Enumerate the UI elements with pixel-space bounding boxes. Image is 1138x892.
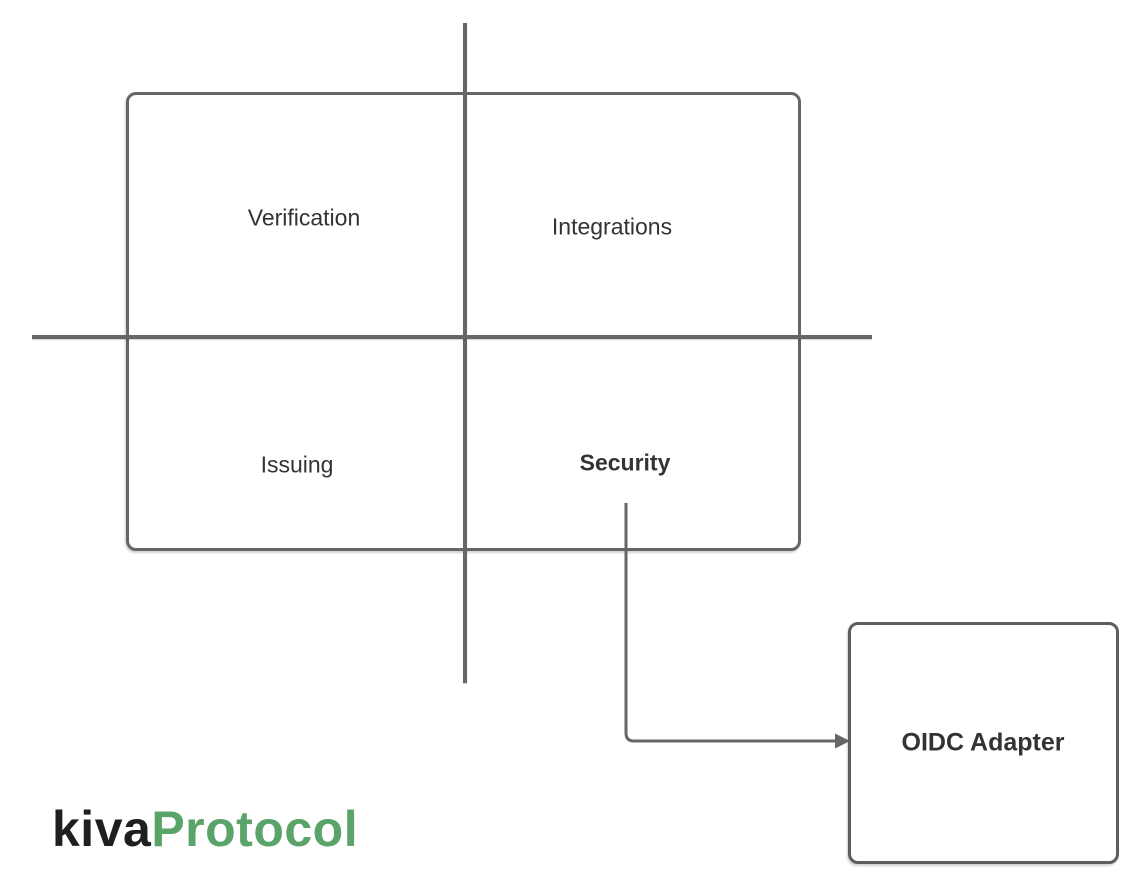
oidc-adapter-label: OIDC Adapter (901, 728, 1065, 757)
horizontal-axis-line (32, 335, 872, 339)
vertical-axis-line (463, 23, 467, 683)
oidc-adapter-box (848, 622, 1119, 864)
logo-protocol-text: Protocol (151, 801, 359, 857)
kiva-protocol-logo: kivaProtocol (52, 804, 358, 854)
logo-kiva-text: kiva (52, 801, 152, 857)
quadrant-label-issuing: Issuing (260, 451, 334, 478)
quadrant-label-verification: Verification (247, 204, 361, 231)
quadrant-label-integrations: Integrations (551, 213, 673, 240)
quadrant-label-security: Security (579, 449, 671, 476)
